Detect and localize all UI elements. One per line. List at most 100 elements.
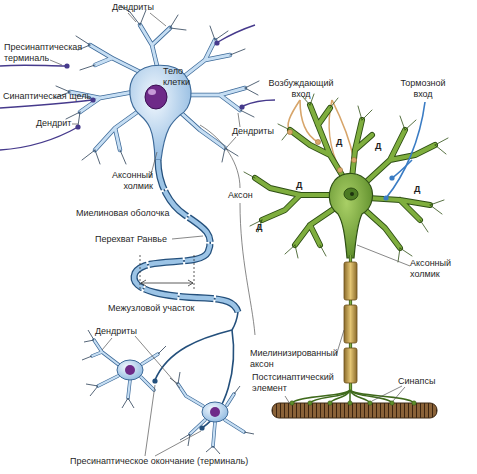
cell-body: [145, 85, 167, 109]
presynaptic-terminal: [152, 378, 157, 383]
excitatory-terminal: [337, 167, 342, 172]
axon-branch: [232, 312, 238, 330]
target-neuron: [117, 360, 143, 380]
presynaptic-terminal: [75, 124, 80, 129]
excitatory-terminal: [287, 129, 292, 134]
presynaptic-fiber: [218, 25, 255, 42]
inhibitory-terminal: [383, 175, 394, 200]
leader-line: [50, 13, 255, 456]
presynaptic-fiber: [0, 127, 78, 150]
axon-label: Аксон: [228, 190, 253, 201]
synapse-knob: [308, 401, 312, 405]
dendrite-mark: Д: [296, 180, 302, 191]
internode-bracket: [140, 255, 194, 290]
input-label: Тормозной вход: [394, 78, 452, 100]
synapse-knob: [390, 401, 394, 405]
synapse-knob: [348, 401, 352, 405]
axon-branch: [155, 312, 238, 428]
target-neuron: [202, 402, 228, 422]
axon-terminal: [330, 390, 350, 403]
presynaptic-terminal: [199, 425, 204, 430]
presynaptic-terminal: [239, 104, 244, 109]
dendrite-mark: Д: [414, 184, 420, 195]
dendrite-mark: Д: [256, 222, 262, 233]
internode-bracket: [140, 255, 194, 290]
node-label: Перехват Ранвье: [95, 234, 167, 245]
synapse-label: Синапсы: [398, 376, 435, 387]
target-neuron: [92, 340, 244, 446]
presynaptic-fiber: [243, 100, 275, 106]
myelin-label: Миелиновая оболочка: [76, 208, 170, 219]
target-neuron: [82, 330, 254, 454]
target-neuron: [210, 407, 220, 417]
axon-label: Миелинизированный аксон: [250, 348, 344, 370]
terminal-label: Пресинаптическое окончание (терминаль): [70, 456, 248, 467]
cell-body: [350, 192, 354, 196]
cell-body: [329, 173, 372, 258]
inhibitory-fiber: [386, 102, 425, 198]
inhibitory-terminal: [383, 195, 388, 200]
axon-terminal: [350, 390, 414, 403]
leader-line: [50, 60, 62, 65]
dendrite-mark: Д: [336, 137, 342, 148]
presynaptic-terminal: [64, 63, 69, 68]
cell-body: [329, 173, 372, 258]
leader-line: [128, 13, 166, 26]
internode-label: Межузловой участок: [108, 303, 194, 314]
synapse-knob: [328, 401, 332, 405]
cell-body: [148, 89, 156, 95]
leader-line: [285, 396, 290, 404]
inhibitory-fiber: [386, 102, 425, 198]
target-neuron: [82, 330, 254, 454]
dendrite-label: Дендриты: [95, 326, 137, 337]
leader-line: [200, 125, 255, 335]
dendrite-tree: [244, 94, 448, 262]
terminal-label: Пресинаптическая терминаль: [4, 42, 89, 64]
inhibitory-terminal: [389, 175, 394, 180]
myelinated-axon: [344, 262, 357, 300]
leader-line: [357, 245, 410, 266]
inhibitory-fiber: [392, 160, 412, 178]
postsynaptic-element: [272, 403, 437, 418]
dendrite-tree: [244, 94, 448, 262]
excitatory-terminal: [351, 157, 356, 162]
leader-line: [172, 236, 203, 239]
myelinated-axon: [344, 305, 357, 343]
presynaptic-fiber: [0, 64, 66, 66]
input-label: Возбуждающий вход: [266, 78, 336, 100]
synapse-knob: [290, 401, 294, 405]
hillock-label: Аксонный холмик: [410, 258, 462, 280]
synapse-knob: [290, 401, 416, 405]
dendrite-label: Дендриты: [112, 2, 154, 13]
synapse-knob: [412, 401, 416, 405]
leader-line: [145, 385, 201, 456]
dendrite-label: Дендриты: [232, 126, 274, 137]
leader-line: [102, 336, 180, 388]
soma-label: Тело клетки: [163, 66, 199, 88]
excitatory-terminal: [315, 139, 320, 144]
presynaptic-fiber: [0, 100, 92, 108]
synapse-knob: [368, 401, 372, 405]
axon-terminal: [292, 390, 350, 403]
leader-line: [372, 386, 405, 401]
dendrite-tree: [54, 6, 259, 164]
cleft-label: Синаптическая щель: [3, 91, 91, 102]
dendrite-tree: [54, 6, 259, 164]
axon-branch: [202, 330, 234, 428]
hillock-label: Аксонный холмик: [103, 170, 153, 192]
dendrite-label: Дендрит: [36, 118, 71, 129]
internode-bracket: [141, 283, 193, 284]
postsynaptic-label: Постсинаптический элемент: [252, 372, 344, 394]
presynaptic-terminal: [214, 40, 219, 45]
target-neuron: [92, 340, 244, 446]
myelinated-axon: [344, 255, 357, 392]
myelinated-axon: [344, 348, 357, 383]
excitatory-fiber: [332, 100, 354, 160]
excitatory-terminal: [287, 129, 356, 172]
dendrite-mark: Д: [375, 141, 381, 152]
leader-line: [72, 124, 78, 125]
target-neuron: [125, 365, 135, 375]
internode-bracket: [141, 280, 193, 286]
